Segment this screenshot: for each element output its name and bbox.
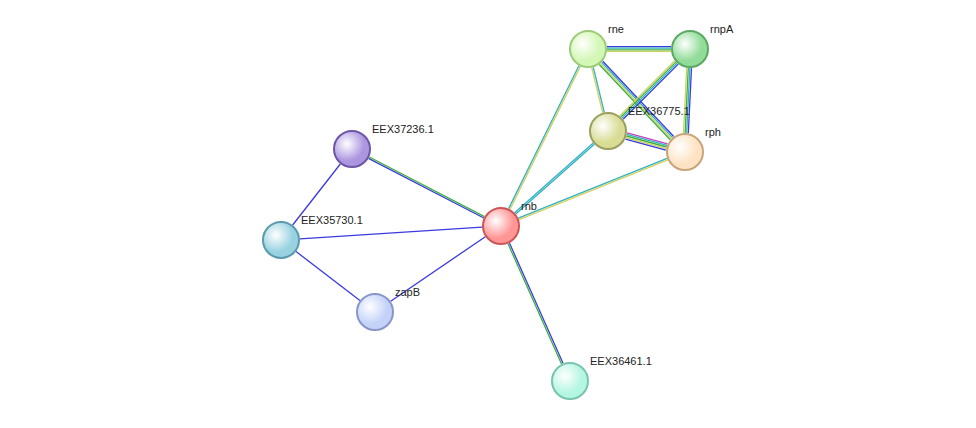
evidence-line — [518, 158, 667, 218]
evidence-line — [607, 46, 671, 47]
evidence-line — [593, 67, 604, 112]
evidence-line — [300, 227, 482, 239]
evidence-line — [626, 138, 666, 149]
node-label: rne — [608, 23, 624, 36]
interaction-edge — [508, 243, 563, 364]
interaction-edge — [625, 133, 667, 150]
protein-node: EEX36461.1 — [551, 362, 589, 400]
evidence-line — [369, 158, 484, 218]
node-label: EEX36461.1 — [590, 355, 652, 368]
interaction-edge — [518, 158, 667, 219]
node-label: zapB — [395, 286, 420, 299]
protein-node: EEX36775.1 — [589, 112, 627, 150]
protein-node: rnb — [482, 207, 520, 245]
node-label: EEX37236.1 — [372, 123, 434, 136]
evidence-line — [592, 68, 603, 113]
node-label: EEX36775.1 — [628, 105, 690, 118]
interaction-edge — [684, 68, 692, 133]
interaction-edge — [607, 47, 671, 52]
interaction-edge — [369, 157, 485, 218]
node-label: rnpA — [710, 23, 733, 36]
interaction-edge — [296, 252, 360, 301]
evidence-line — [607, 49, 671, 50]
evidence-line — [391, 237, 486, 302]
node-label: rph — [705, 126, 721, 139]
protein-node: rph — [666, 133, 704, 171]
node-label: EEX35730.1 — [301, 214, 363, 227]
evidence-line — [296, 252, 360, 301]
protein-node: EEX37236.1 — [333, 130, 371, 168]
protein-node: EEX35730.1 — [262, 221, 300, 259]
protein-node: rnpA — [671, 30, 709, 68]
evidence-line — [625, 139, 665, 150]
evidence-line — [369, 157, 484, 217]
evidence-line — [607, 51, 671, 52]
evidence-line — [607, 48, 671, 49]
evidence-line — [509, 243, 563, 363]
node-label: rnb — [521, 200, 537, 213]
evidence-line — [508, 244, 562, 364]
interaction-edge — [300, 227, 482, 239]
protein-node: rne — [569, 30, 607, 68]
evidence-line — [684, 68, 687, 133]
evidence-line — [519, 160, 668, 220]
protein-node: zapB — [356, 293, 394, 331]
interaction-edge — [592, 67, 605, 112]
evidence-line — [515, 143, 594, 213]
interaction-edge — [391, 237, 486, 302]
